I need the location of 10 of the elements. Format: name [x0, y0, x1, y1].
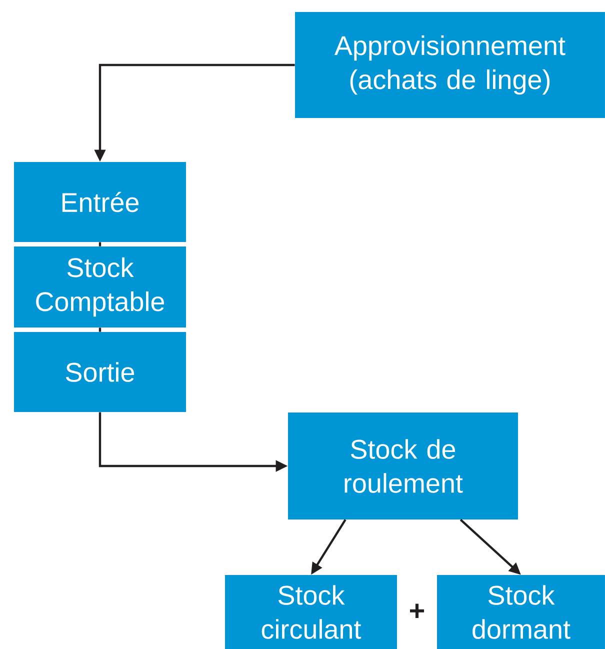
plus-sign: + [410, 604, 424, 618]
connector-line [98, 328, 102, 332]
process-box: Stock circulant [225, 575, 397, 649]
process-box: Entrée [14, 162, 186, 242]
process-box: Approvisionnement (achats de linge) [295, 12, 605, 118]
connector-line [98, 242, 102, 246]
process-box: Stock dormant [437, 575, 605, 649]
process-box: Stock Comptable [14, 246, 186, 328]
process-box: Stock de roulement [288, 412, 518, 520]
process-box: Sortie [14, 332, 186, 412]
